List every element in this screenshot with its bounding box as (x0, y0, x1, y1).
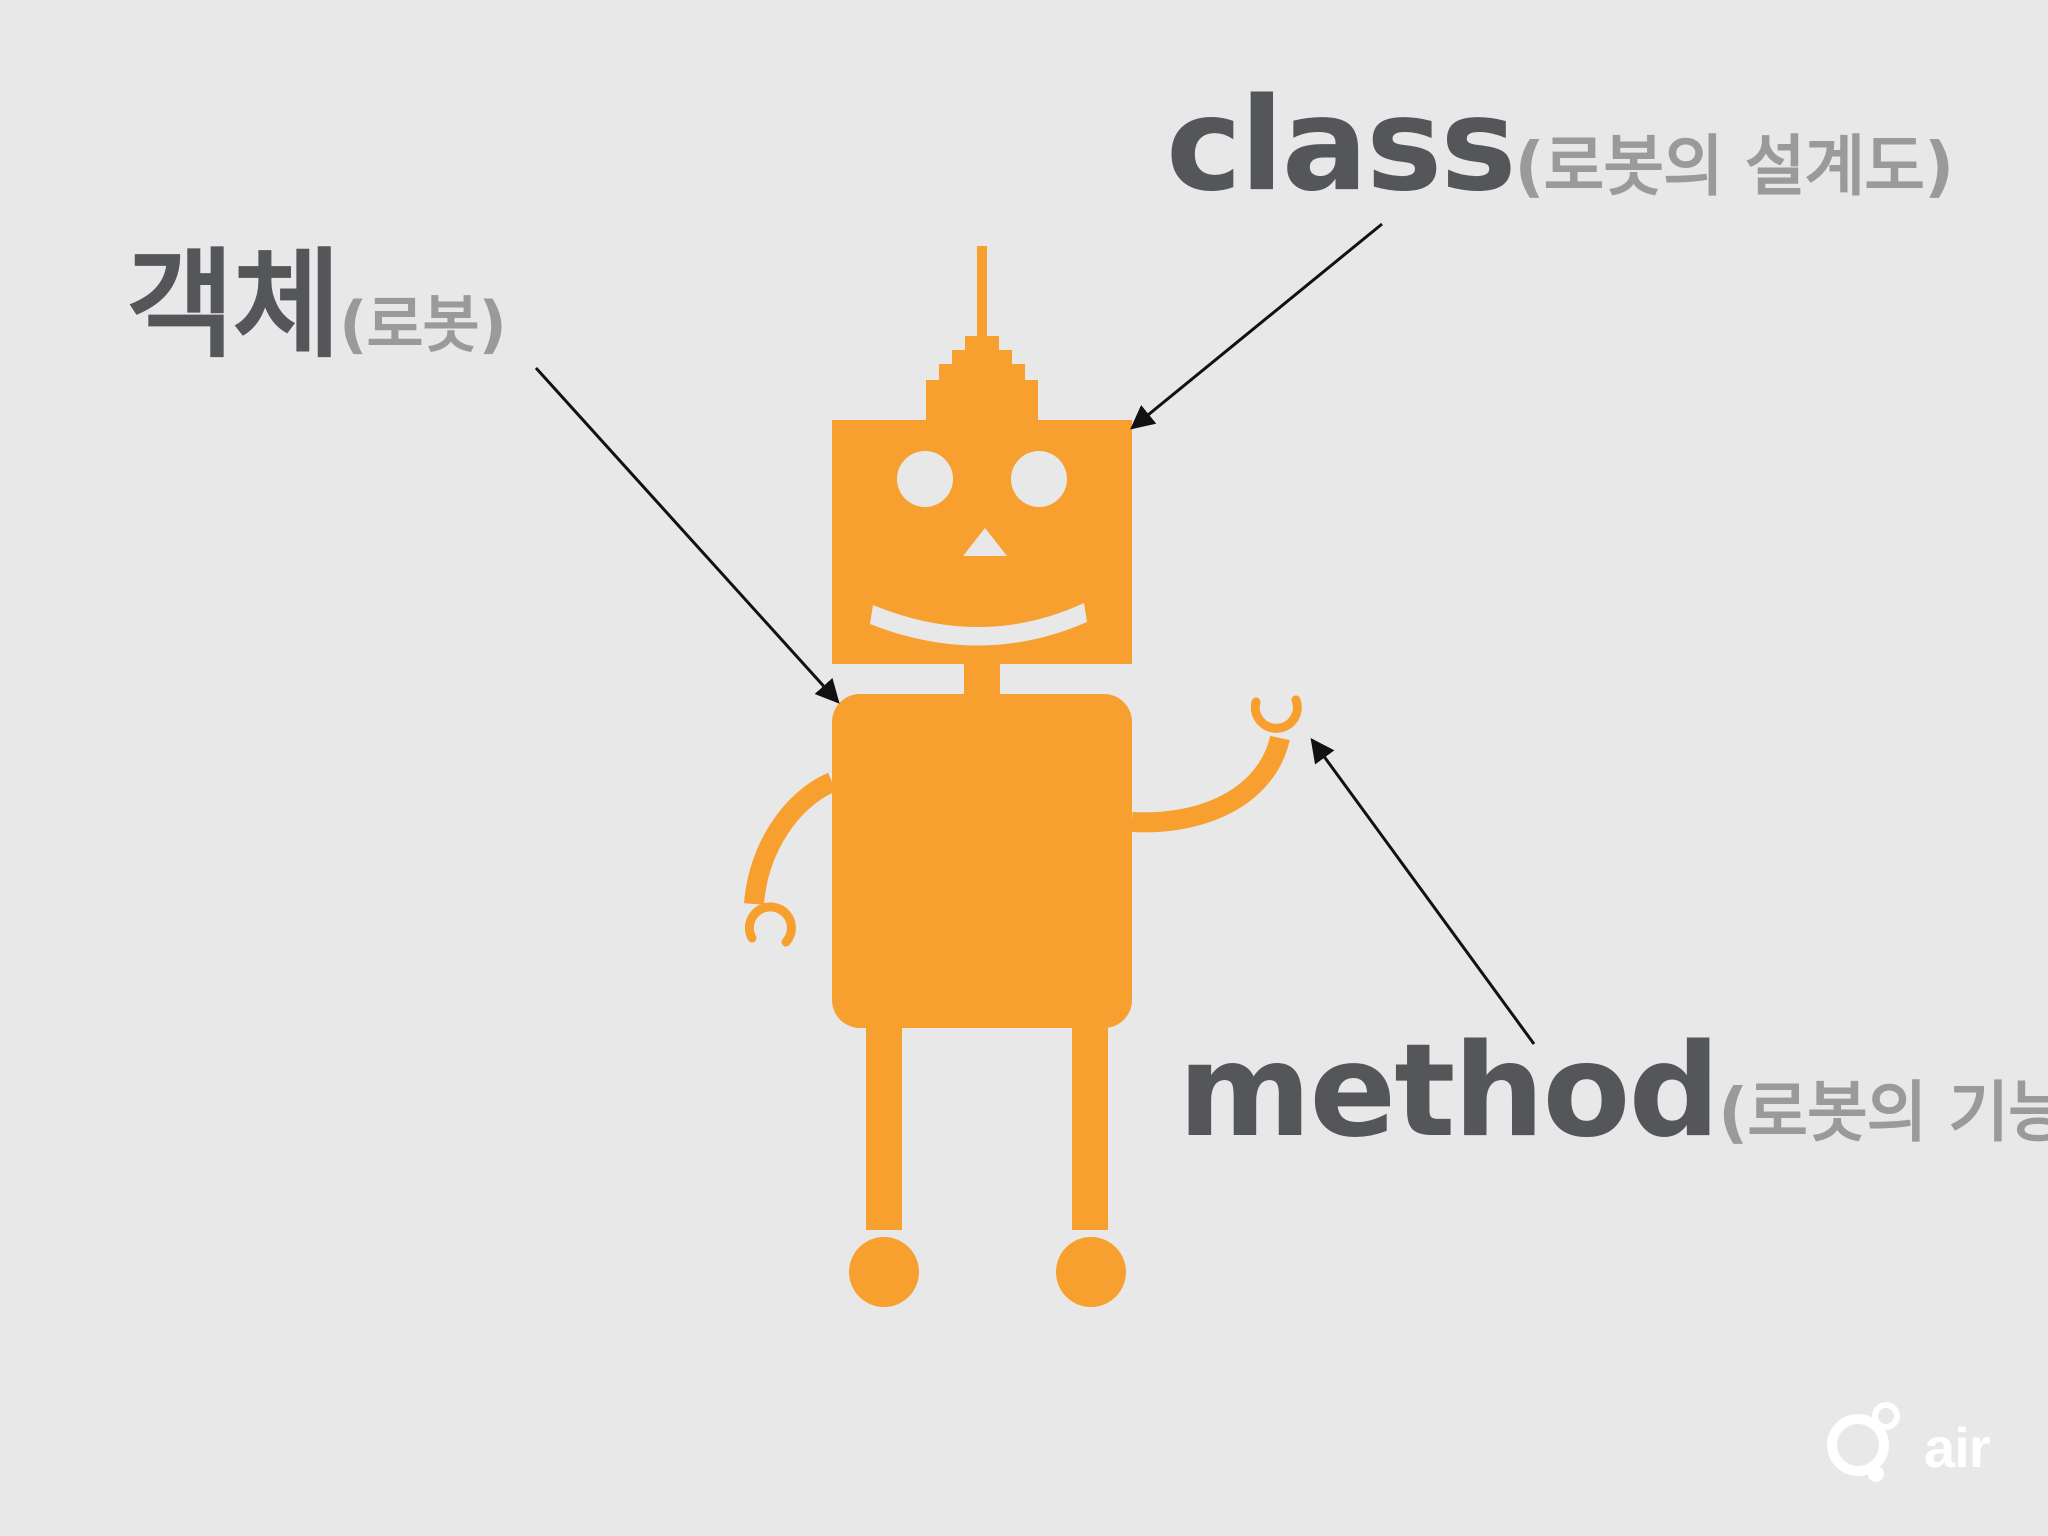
robot-neck (964, 664, 1000, 694)
robot-right-arm (1131, 735, 1290, 833)
object-note: (로봇) (339, 288, 507, 361)
robot-left-arm (744, 772, 837, 905)
robot-left-leg (866, 1028, 902, 1230)
robot-right-eye (1011, 451, 1067, 507)
robot-right-foot (1056, 1237, 1126, 1307)
robot-body (832, 694, 1132, 1028)
method-term: method (1178, 1017, 1720, 1166)
method-note: (로봇의 기능) (1718, 1074, 2048, 1151)
robot-left-eye (897, 451, 953, 507)
logo-icon (1827, 1402, 1900, 1482)
logo-text: air (1924, 1416, 1990, 1479)
robot-mouth (870, 603, 1087, 646)
robot-left-foot (849, 1237, 919, 1307)
arrow-object (534, 366, 840, 704)
robot-nose (963, 528, 1007, 556)
robot-right-leg (1072, 1028, 1108, 1230)
callout-arrows (534, 222, 1536, 1045)
robot-right-hand (1250, 695, 1302, 733)
class-note: (로봇의 설계도) (1514, 128, 1955, 205)
arrow-method (1310, 738, 1536, 1045)
class-label: class(로봇의 설계도) (1166, 82, 1955, 210)
robot-antenna (977, 246, 987, 336)
method-label: method(로봇의 기능) (1178, 1028, 2048, 1156)
robot-face (870, 451, 1087, 646)
class-term: class (1166, 71, 1516, 220)
object-term: 객체 (126, 236, 341, 374)
arrow-class (1130, 222, 1383, 430)
object-label: 객체(로봇) (126, 246, 507, 364)
robot-antenna-stack (926, 336, 1038, 420)
robot-left-hand (744, 902, 796, 947)
robot-illustration (744, 246, 1302, 1307)
